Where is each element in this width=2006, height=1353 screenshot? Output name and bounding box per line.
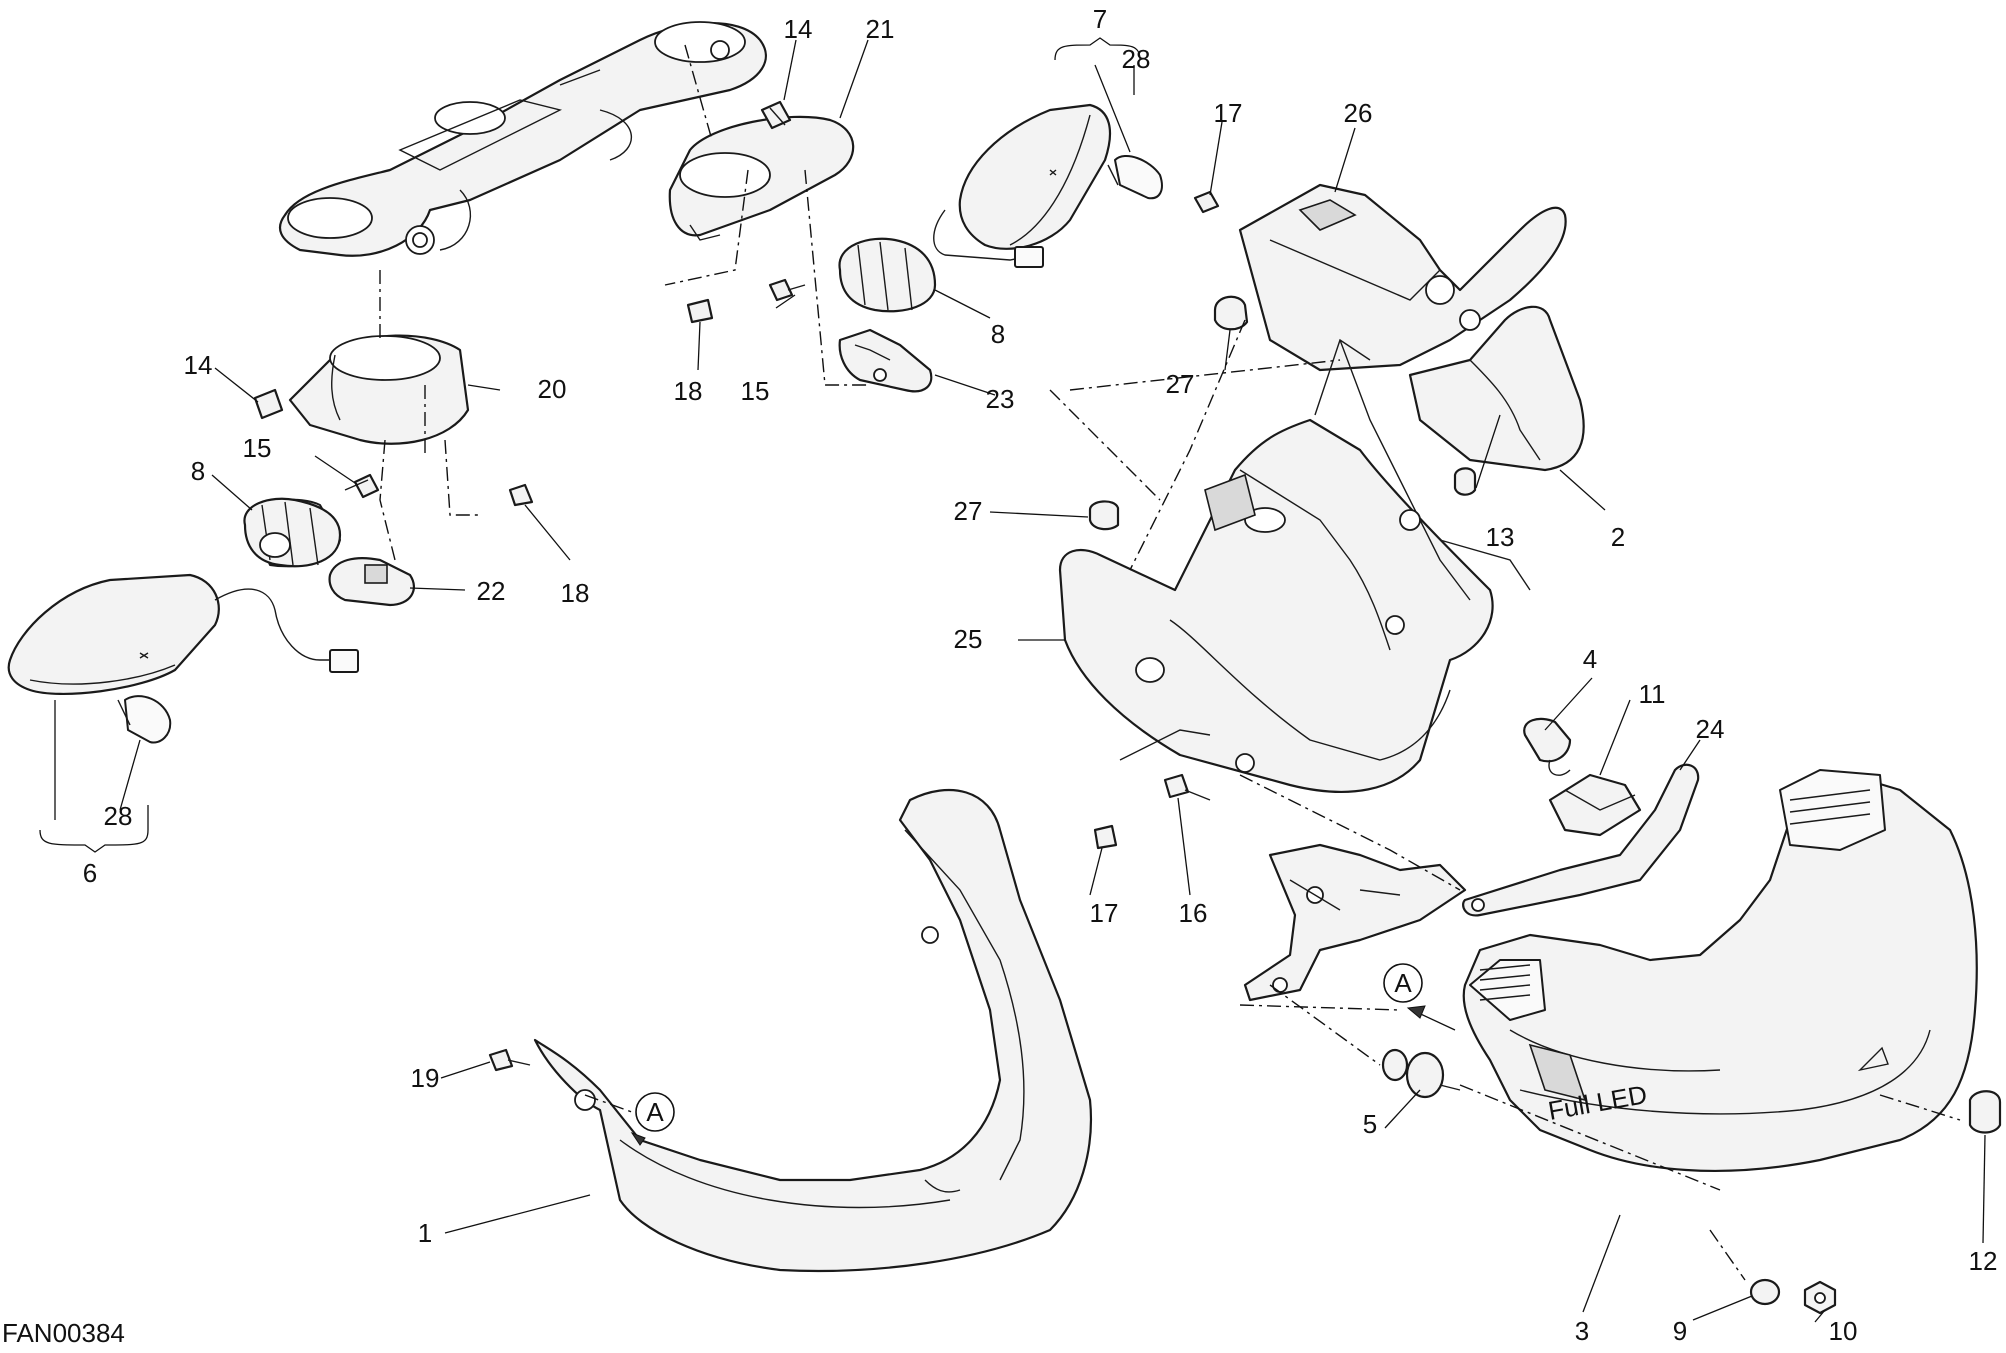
grommet-8-right (838, 237, 937, 313)
svg-text:A: A (1394, 968, 1412, 998)
bulb-28-right (1107, 155, 1163, 200)
bracket-22 (328, 557, 415, 607)
screw-18-top (686, 298, 714, 324)
callout-16: 16 (1179, 898, 1208, 928)
mounting-bracket (1243, 843, 1467, 1002)
callout-14b: 14 (184, 350, 213, 380)
callout-1: 1 (418, 1218, 432, 1248)
grommet-8-left (243, 497, 342, 568)
callout-20: 20 (538, 374, 567, 404)
leader-lines (54, 39, 1986, 1323)
callout-22: 22 (477, 576, 506, 606)
grommet-13 (1453, 467, 1477, 496)
callout-8b: 8 (191, 456, 205, 486)
headlight-3: Full LED (1462, 769, 1978, 1172)
bracket-clamp-21 (668, 115, 855, 241)
callout-8: 8 (991, 319, 1005, 349)
view-reference-a-right: A (1383, 963, 1456, 1031)
callout-3: 3 (1575, 1316, 1589, 1346)
screw-19 (488, 1048, 531, 1072)
callout-26: 26 (1344, 98, 1373, 128)
screw-15-top (768, 278, 806, 302)
bracket-24 (1462, 763, 1700, 917)
callout-9: 9 (1673, 1316, 1687, 1346)
group-bracket-6 (39, 805, 149, 853)
callout-25: 25 (954, 624, 983, 654)
top-yoke (278, 21, 767, 257)
callout-27b: 27 (954, 496, 983, 526)
callout-21: 21 (866, 14, 895, 44)
callout-numbers: 14 21 7 28 17 26 27 8 15 18 23 14 20 15 … (83, 4, 1998, 1346)
callout-7: 7 (1093, 4, 1107, 34)
svg-text:A: A (646, 1097, 664, 1127)
screw-18-left (508, 483, 534, 507)
callout-10: 10 (1829, 1316, 1858, 1346)
nut-9 (1749, 1278, 1781, 1306)
grommet-12 (1968, 1090, 2002, 1134)
callout-24: 24 (1696, 714, 1725, 744)
callout-14: 14 (784, 14, 813, 44)
instrument-cluster-26 (1238, 183, 1567, 372)
turn-signal-right-7 (933, 103, 1112, 268)
callout-6: 6 (83, 858, 97, 888)
screw-17-bottom (1093, 824, 1118, 850)
callout-13: 13 (1486, 522, 1515, 552)
connector-11 (1548, 773, 1642, 837)
callout-4: 4 (1583, 644, 1597, 674)
callout-17b: 17 (1090, 898, 1119, 928)
group-bracket-7 (1054, 37, 1141, 61)
callout-2: 2 (1611, 522, 1625, 552)
screw-15-left (344, 473, 380, 499)
nut-10 (1803, 1280, 1837, 1315)
callout-12: 12 (1969, 1246, 1998, 1276)
callout-5: 5 (1363, 1109, 1377, 1139)
callout-23: 23 (986, 384, 1015, 414)
callout-28b: 28 (104, 801, 133, 831)
callout-15b: 15 (243, 433, 272, 463)
bracket-clamp-20 (288, 334, 470, 445)
callout-17: 17 (1214, 98, 1243, 128)
fairing-1 (533, 788, 1093, 1273)
screw-17-top (1193, 190, 1220, 214)
callout-27: 27 (1166, 369, 1195, 399)
cap-27-top (1213, 295, 1249, 331)
callout-19: 19 (411, 1063, 440, 1093)
callout-18: 18 (674, 376, 703, 406)
callout-11: 11 (1639, 679, 1666, 709)
frame-25 (1058, 338, 1531, 793)
screw-14-top (760, 100, 792, 130)
bracket-23 (838, 328, 933, 393)
callout-18b: 18 (561, 578, 590, 608)
view-reference-a-left: A (630, 1092, 675, 1146)
drawing-code: FAN00384 (2, 1318, 125, 1348)
assembly-lines (379, 44, 1961, 1281)
screw-14-left (253, 388, 284, 420)
callout-15: 15 (741, 376, 770, 406)
socket-4 (1523, 717, 1572, 776)
cap-27-mid (1088, 500, 1120, 531)
bulb-28-left (117, 695, 172, 744)
screw-16 (1163, 773, 1211, 801)
callout-28: 28 (1122, 44, 1151, 74)
fastener-5 (1381, 1048, 1461, 1099)
